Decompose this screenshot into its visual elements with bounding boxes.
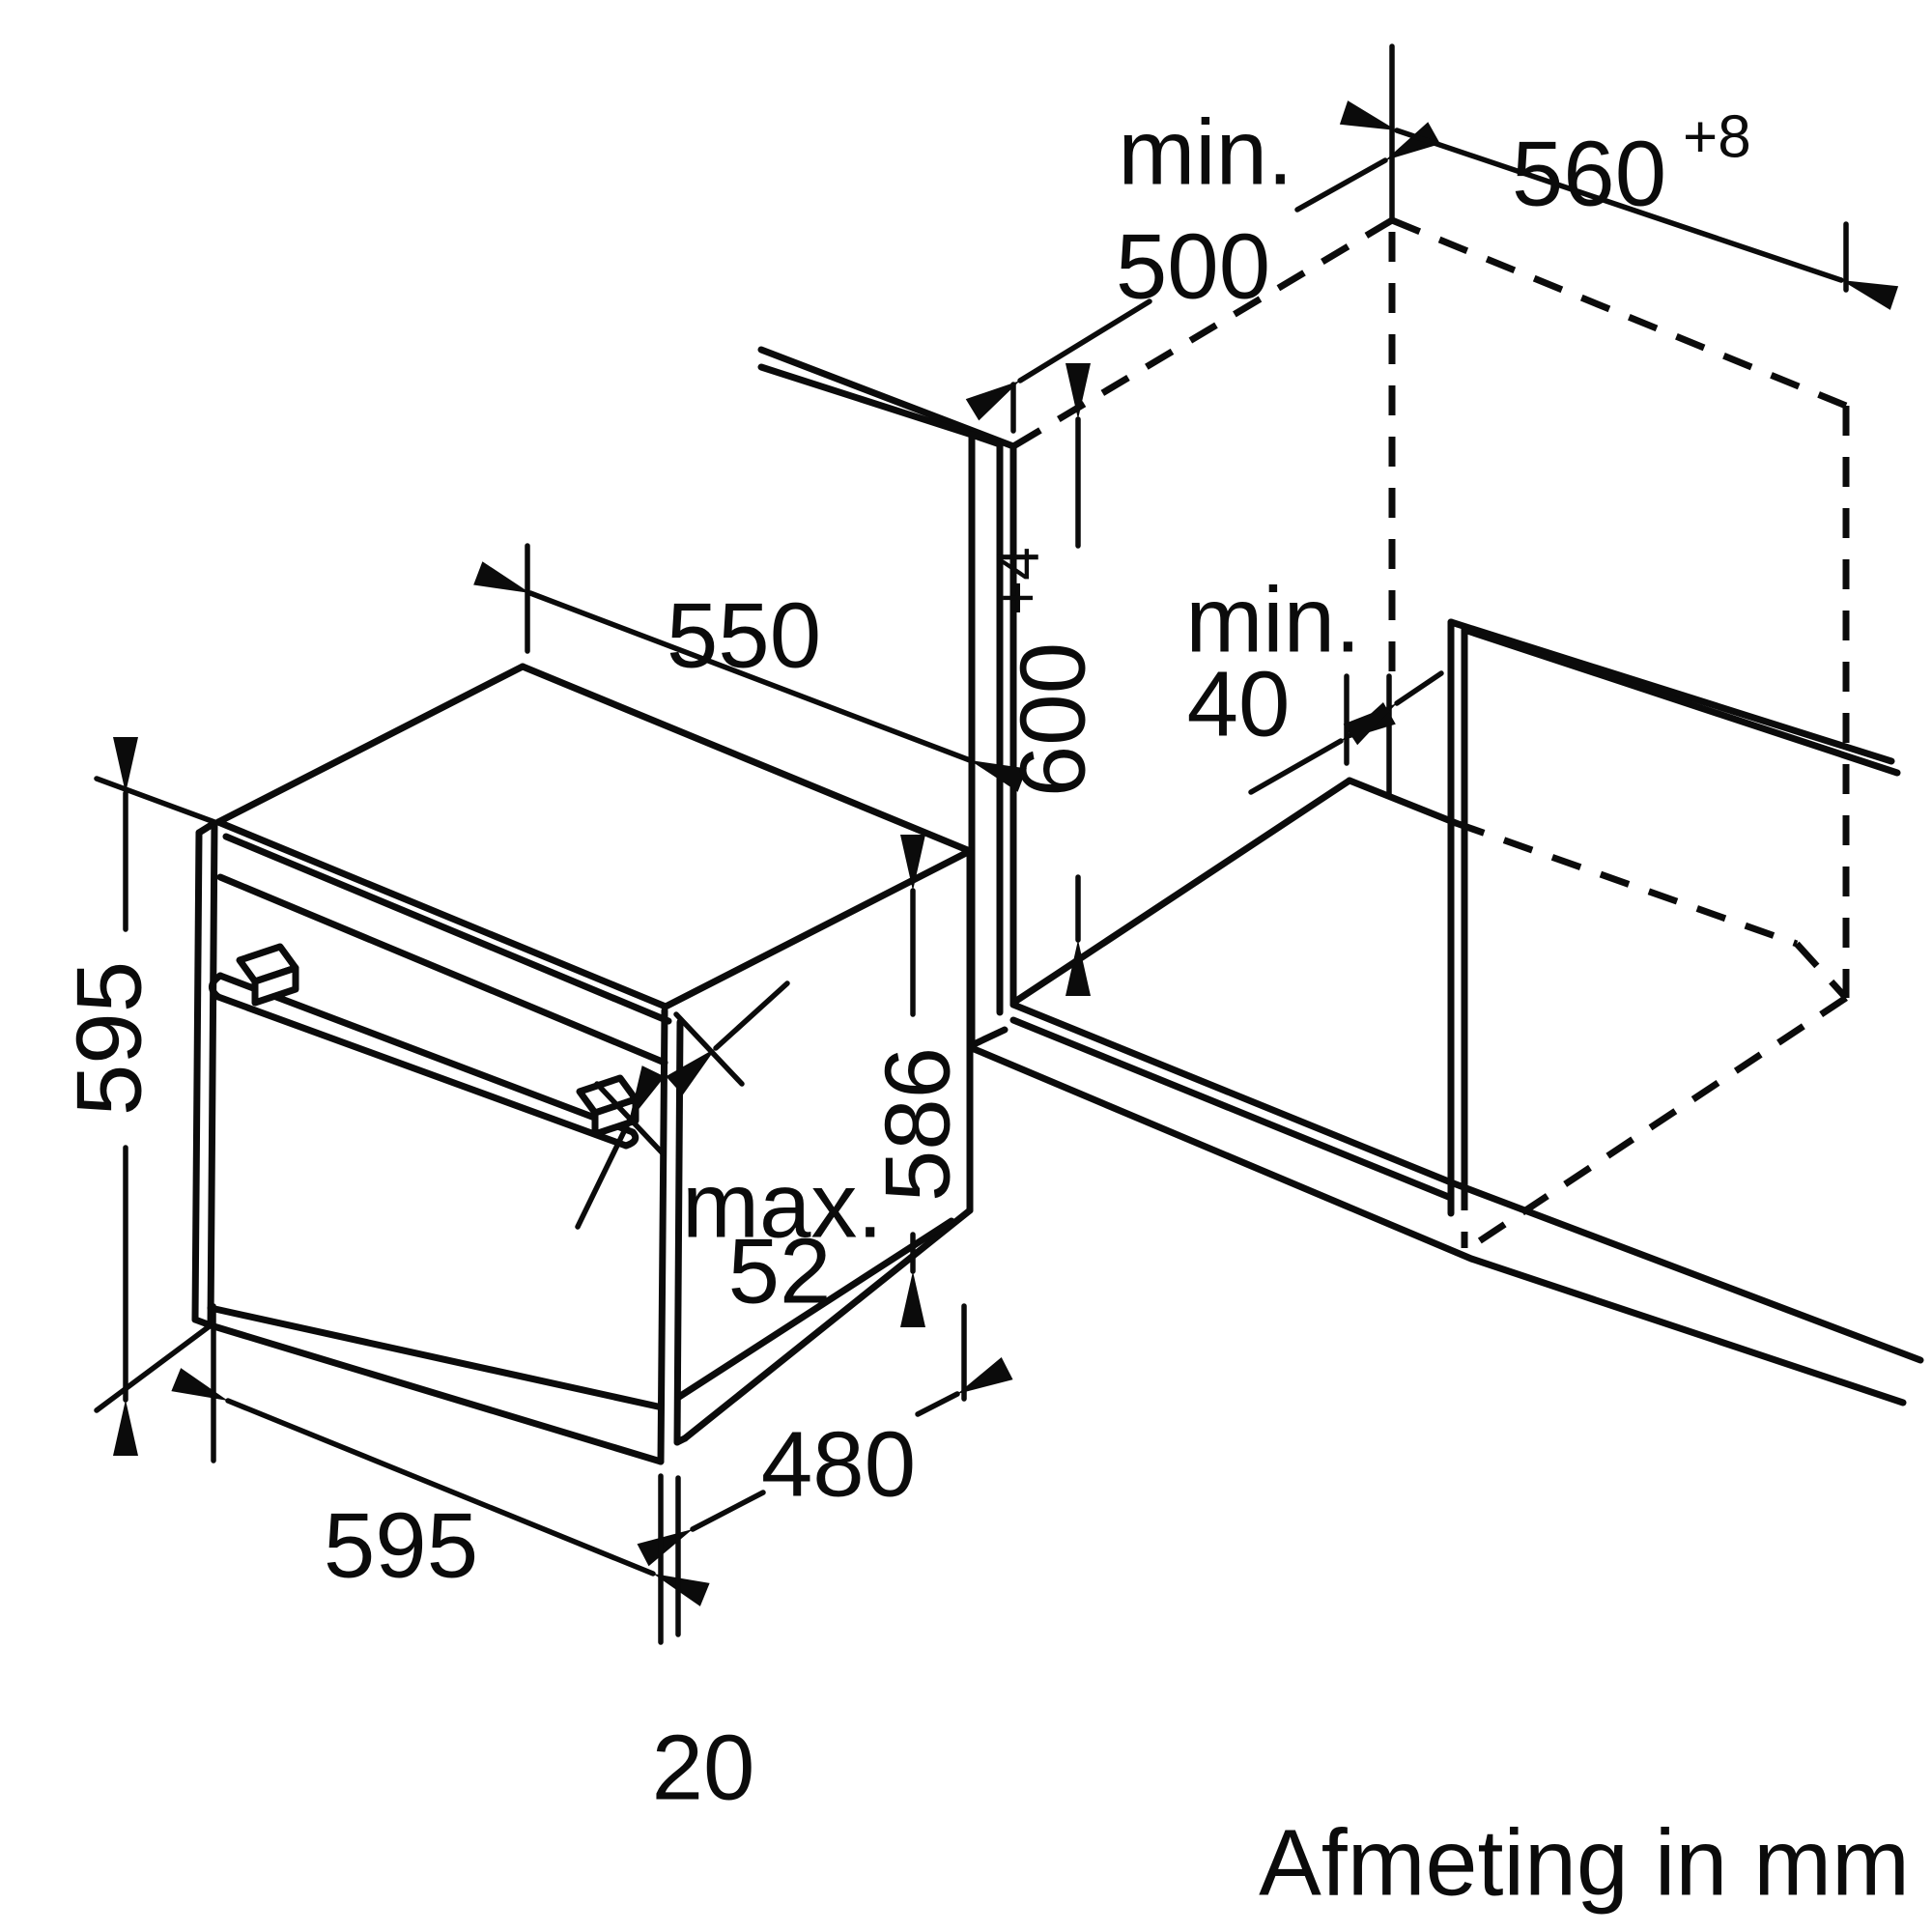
right-side-panel — [1447, 618, 1901, 1217]
dim-door-protrusion: max. 52 — [575, 980, 883, 1323]
label-door-protrusion: 52 — [728, 1220, 832, 1323]
dim-rear-gap: min. 40 — [1185, 569, 1444, 798]
dim-niche-depth: min. 500 — [965, 43, 1440, 434]
oven — [191, 663, 974, 1465]
label-oven-width: 595 — [324, 1494, 478, 1598]
label-oven-height: 595 — [58, 961, 161, 1116]
dim-oven-height: 595 — [58, 737, 217, 1456]
dim-niche-height: 600 +4 — [985, 363, 1105, 996]
label-niche-depth-prefix: min. — [1118, 101, 1293, 205]
label-niche-height: 600 — [1002, 642, 1105, 797]
drawing-note: Afmeting in mm — [1259, 1810, 1910, 1916]
label-niche-height-tolerance: +4 — [985, 547, 1052, 615]
label-niche-width-tolerance: +8 — [1683, 104, 1751, 171]
label-niche-width: 560 — [1512, 123, 1666, 226]
dim-body-depth: 480 — [637, 1303, 1013, 1567]
label-door-thickness: 20 — [652, 1717, 755, 1820]
dim-niche-width: 560 +8 — [1339, 100, 1899, 310]
dim-oven-width: 595 — [171, 1303, 710, 1606]
dim-door-thickness: 20 — [652, 1473, 755, 1820]
label-rear-gap-prefix: min. — [1185, 569, 1360, 672]
label-door-protrusion-prefix: max. — [682, 1154, 883, 1258]
label-body-depth: 480 — [761, 1413, 916, 1517]
label-oven-depth: 550 — [667, 584, 821, 688]
dim-body-height: 586 — [867, 835, 970, 1327]
label-rear-gap: 40 — [1187, 653, 1291, 756]
label-body-height: 586 — [867, 1047, 970, 1202]
dim-oven-depth: 550 — [473, 543, 1027, 826]
label-niche-depth: 500 — [1116, 215, 1270, 319]
